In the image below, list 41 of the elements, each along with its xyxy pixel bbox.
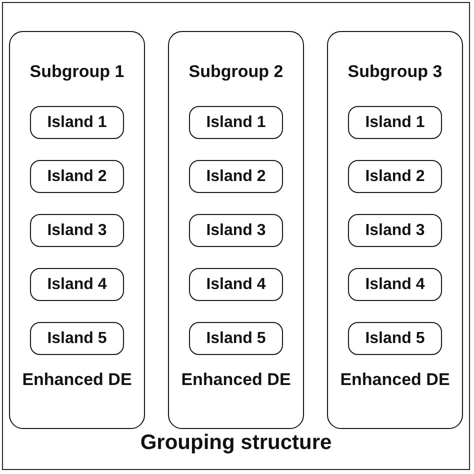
method-label: Enhanced DE (181, 370, 291, 390)
outer-frame (2, 2, 470, 470)
island-label: Island 4 (365, 276, 425, 294)
island-label: Island 2 (365, 168, 425, 186)
subgroup-title: Subgroup 2 (188, 62, 284, 82)
island-box (30, 160, 124, 193)
island-box (348, 268, 442, 301)
island-label: Island 2 (206, 168, 266, 186)
method-label: Enhanced DE (22, 370, 132, 390)
island-box (30, 106, 124, 139)
island-label: Island 5 (206, 330, 266, 348)
island-box (189, 322, 283, 355)
island-label: Island 4 (47, 276, 107, 294)
island-box (189, 160, 283, 193)
island-box (189, 268, 283, 301)
island-box (30, 214, 124, 247)
structure-caption: Grouping structure (139, 431, 333, 455)
method-label: Enhanced DE (340, 370, 450, 390)
island-label: Island 3 (365, 222, 425, 240)
island-label: Island 4 (206, 276, 266, 294)
island-box (30, 268, 124, 301)
subgroup-title: Subgroup 3 (348, 62, 442, 82)
island-label: Island 2 (47, 168, 107, 186)
island-box (348, 214, 442, 247)
subgroup-box (168, 31, 304, 429)
subgroup-box (327, 31, 463, 429)
island-label: Island 5 (47, 330, 107, 348)
island-box (30, 322, 124, 355)
island-label: Island 1 (365, 114, 425, 132)
subgroup-title: Subgroup 1 (30, 62, 124, 82)
island-box (348, 106, 442, 139)
island-label: Island 1 (47, 114, 107, 132)
island-label: Island 1 (206, 114, 266, 132)
island-box (189, 106, 283, 139)
island-label: Island 5 (365, 330, 425, 348)
island-box (348, 160, 442, 193)
island-box (348, 322, 442, 355)
island-label: Island 3 (206, 222, 266, 240)
island-box (189, 214, 283, 247)
subgroup-box (9, 31, 145, 429)
island-label: Island 3 (47, 222, 107, 240)
